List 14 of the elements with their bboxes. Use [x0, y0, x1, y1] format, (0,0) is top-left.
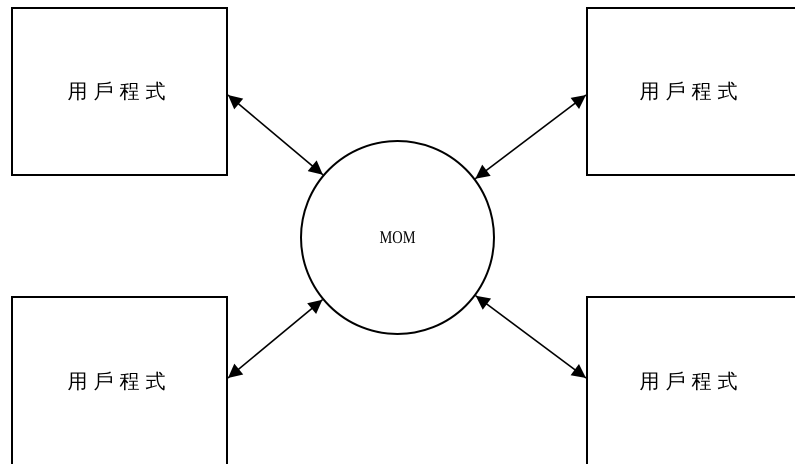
node-label: 用戶程式: [640, 78, 744, 105]
process-box: [11, 7, 228, 176]
process-box: [586, 7, 795, 176]
double-arrow: [227, 94, 324, 176]
double-arrow: [227, 299, 323, 379]
node-label: 用戶程式: [640, 368, 744, 395]
process-box: [586, 296, 795, 464]
node-label: 用戶程式: [68, 78, 172, 105]
node-label: MOM: [379, 227, 416, 248]
node-label: 用戶程式: [68, 368, 172, 395]
double-arrow: [474, 94, 586, 180]
circle-node: [300, 140, 495, 335]
process-box: [11, 296, 228, 464]
double-arrow: [475, 295, 586, 379]
